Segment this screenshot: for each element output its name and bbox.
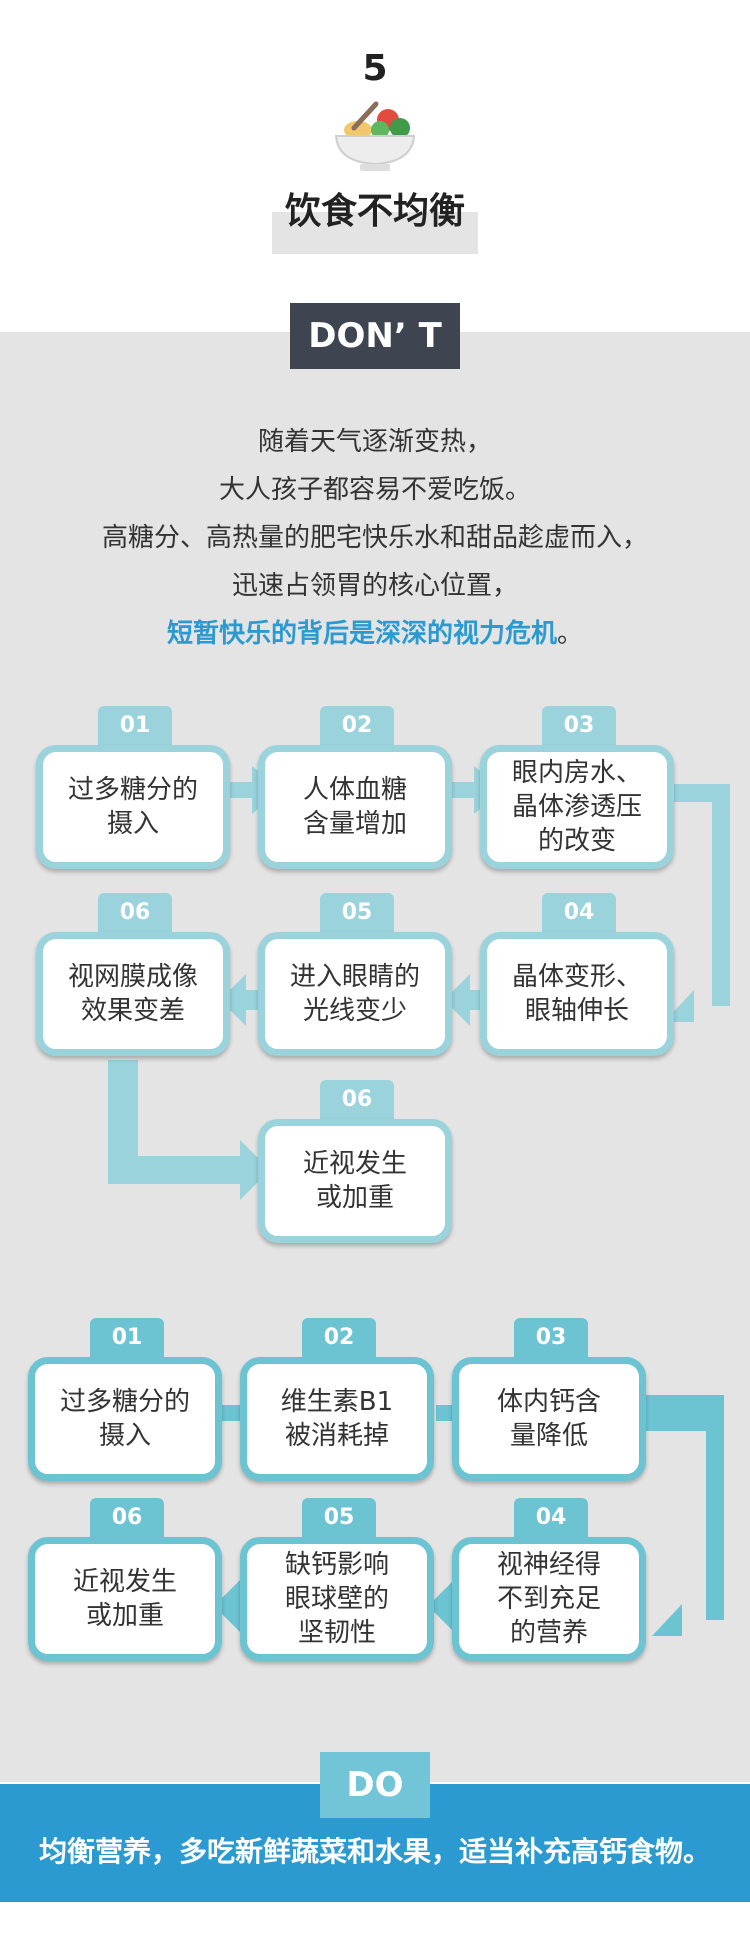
title-text: 饮食不均衡 bbox=[284, 191, 465, 232]
intro-line: 迅速占领胃的核心位置， bbox=[231, 571, 518, 601]
flow1-step: 眼内房水、 晶体渗透压 的改变 bbox=[480, 745, 674, 869]
do-label: DO bbox=[320, 1752, 430, 1818]
flow2-step: 维生素B1 被消耗掉 bbox=[240, 1357, 434, 1481]
step-tab: 04 bbox=[514, 1498, 588, 1538]
section-number: 5 bbox=[362, 48, 388, 89]
arrow-left-icon bbox=[214, 1580, 258, 1632]
connector-elbow bbox=[664, 784, 730, 1022]
flow2-step: 过多糖分的 摄入 bbox=[28, 1357, 222, 1481]
section-title: 饮食不均衡 bbox=[272, 182, 478, 254]
flow1-step: 近视发生 或加重 bbox=[258, 1119, 452, 1243]
flow1-step: 视网膜成像 效果变差 bbox=[36, 932, 230, 1056]
step-tab: 05 bbox=[302, 1498, 376, 1538]
step-tab: 03 bbox=[542, 706, 616, 746]
intro-line: 大人孩子都容易不爱吃饭。 bbox=[218, 475, 531, 505]
step-tab: 05 bbox=[320, 893, 394, 933]
arrow-left-icon bbox=[428, 1580, 472, 1632]
arrow-left-icon bbox=[444, 974, 488, 1026]
step-tab: 04 bbox=[542, 893, 616, 933]
intro-highlight: 短暂快乐的背后是深深的视力危机 bbox=[166, 619, 557, 649]
step-tab: 06 bbox=[98, 893, 172, 933]
arrow-right-icon bbox=[452, 766, 504, 814]
step-tab: 02 bbox=[320, 706, 394, 746]
arrow-left-icon bbox=[220, 974, 264, 1026]
flow1-step: 人体血糖 含量增加 bbox=[258, 745, 452, 869]
step-tab: 06 bbox=[90, 1498, 164, 1538]
flow1-step: 过多糖分的 摄入 bbox=[36, 745, 230, 869]
intro-line: 高糖分、高热量的肥宅快乐水和甜品趁虚而入， bbox=[101, 523, 648, 553]
flow1-step: 晶体变形、 眼轴伸长 bbox=[480, 932, 674, 1056]
flow1-step: 进入眼睛的 光线变少 bbox=[258, 932, 452, 1056]
step-tab: 03 bbox=[514, 1318, 588, 1358]
intro-text: 随着天气逐渐变热， 大人孩子都容易不爱吃饭。 高糖分、高热量的肥宅快乐水和甜品趁… bbox=[0, 418, 750, 658]
bowl-icon bbox=[334, 101, 416, 171]
intro-highlight-tail: 。 bbox=[557, 619, 584, 649]
connector-elbow bbox=[646, 1395, 724, 1636]
flow2-step: 缺钙影响 眼球壁的 坚韧性 bbox=[240, 1537, 434, 1661]
step-tab: 01 bbox=[98, 706, 172, 746]
flow2-step: 视神经得 不到充足 的营养 bbox=[452, 1537, 646, 1661]
intro-line: 随着天气逐渐变热， bbox=[257, 427, 492, 457]
dont-label: DON’ T bbox=[290, 303, 460, 369]
step-tab: 01 bbox=[90, 1318, 164, 1358]
title-underline bbox=[272, 212, 478, 254]
step-tab: 06 bbox=[320, 1080, 394, 1120]
flow2-step: 体内钙含 量降低 bbox=[452, 1357, 646, 1481]
step-tab: 02 bbox=[302, 1318, 376, 1358]
intro-line-highlight: 短暂快乐的背后是深深的视力危机。 bbox=[0, 610, 750, 658]
arrow-right-icon bbox=[230, 766, 282, 814]
connector-elbow bbox=[108, 1060, 270, 1200]
flow2-step: 近视发生 或加重 bbox=[28, 1537, 222, 1661]
do-text: 均衡营养，多吃新鲜蔬菜和水果，适当补充高钙食物。 bbox=[38, 1835, 711, 1868]
